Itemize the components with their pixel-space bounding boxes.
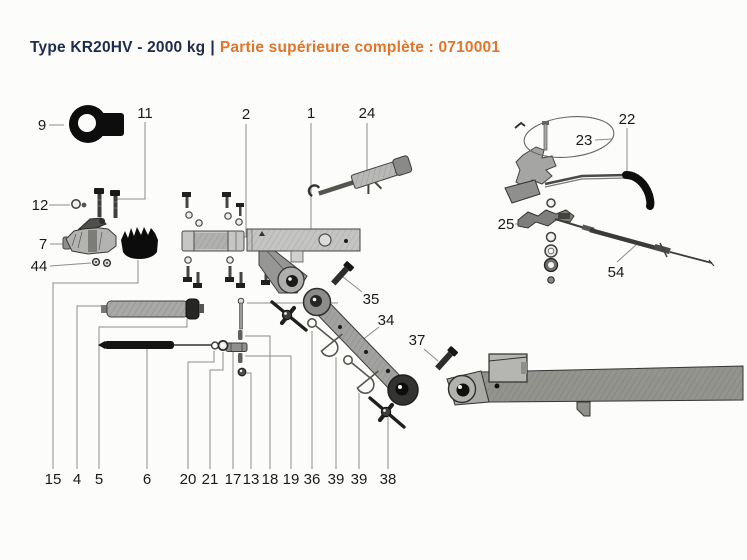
- leader-20: [187, 351, 215, 469]
- part-6-damper-rod: [98, 341, 211, 349]
- part-12-nut: [71, 199, 87, 209]
- callout-35: 35: [363, 291, 380, 308]
- callout-37: 37: [409, 332, 426, 349]
- callout-54: 54: [608, 264, 625, 281]
- leader-4: [76, 305, 108, 469]
- callout-20: 20: [180, 471, 197, 488]
- part-34-link-arm: [302, 287, 419, 406]
- leader-15: [52, 260, 139, 469]
- callout-7: 7: [39, 236, 47, 253]
- part-25-latch-assembly: [517, 198, 575, 284]
- callout-labels: 9 11 12 7 44 2 1 24 22 23 25 54 35 34 37…: [31, 105, 636, 488]
- callout-21: 21: [202, 471, 219, 488]
- leader-13: [246, 372, 252, 469]
- callout-24: 24: [359, 105, 376, 122]
- callout-34: 34: [378, 312, 395, 329]
- lower-drawbar-beam: [446, 353, 744, 417]
- leader-35: [342, 276, 363, 293]
- callout-2: 2: [242, 106, 250, 123]
- callout-6: 6: [143, 471, 151, 488]
- title-separator: |: [210, 39, 215, 56]
- part-15-bellows: [121, 227, 158, 259]
- leader-19: [245, 355, 292, 469]
- part-37-bolt: [435, 346, 459, 371]
- part-7-coupling-head: [62, 217, 117, 255]
- callout-11: 11: [137, 105, 153, 122]
- callout-39b: 39: [351, 471, 368, 488]
- callout-15: 15: [45, 471, 62, 488]
- callout-39a: 39: [328, 471, 345, 488]
- callout-13: 13: [243, 471, 260, 488]
- title-section: Partie supérieure complète : 0710001: [219, 39, 501, 56]
- callout-18: 18: [262, 471, 279, 488]
- leader-2: [243, 124, 247, 238]
- part-35-bolt: [331, 261, 355, 286]
- part-24-damper: [307, 155, 413, 198]
- part-20-ring: [210, 341, 220, 350]
- part-4-roller-tube: [101, 298, 204, 320]
- leader-11: [114, 122, 146, 200]
- callout-4: 4: [73, 471, 81, 488]
- part-54-cable: [554, 218, 715, 267]
- part-11-bolts: [94, 188, 120, 218]
- part-44-nuts: [91, 257, 112, 268]
- callout-17: 17: [225, 471, 242, 488]
- part-22-hand-lever: [504, 121, 655, 210]
- callout-1: 1: [307, 105, 315, 122]
- part-39-r-clip-upper: [306, 317, 344, 357]
- part-38-t-handle: [368, 396, 406, 429]
- leader-54: [616, 243, 638, 263]
- title-model: Type KR20HV - 2000 kg: [30, 39, 206, 56]
- part-1-upper-beam: [246, 228, 361, 294]
- leader-18: [245, 335, 271, 469]
- leader-21: [209, 352, 224, 469]
- part-36-t-handle: [270, 300, 308, 332]
- callout-44: 44: [31, 258, 48, 275]
- part-13-pin-and-ball: [237, 297, 247, 377]
- callout-36: 36: [304, 471, 321, 488]
- callout-38: 38: [380, 471, 397, 488]
- callout-23: 23: [576, 132, 593, 149]
- leader-5: [98, 319, 188, 469]
- callout-5: 5: [95, 471, 103, 488]
- part-23-pin-detail: [523, 116, 615, 158]
- leader-37: [423, 348, 439, 362]
- callout-25: 25: [498, 216, 515, 233]
- callout-22: 22: [619, 111, 636, 128]
- part-21-ring: [217, 339, 229, 351]
- callout-12: 12: [32, 197, 49, 214]
- leader-lines: [49, 122, 638, 469]
- leader-23: [594, 138, 613, 141]
- part-39-r-clip-lower: [342, 354, 380, 394]
- leader-44: [49, 262, 92, 267]
- callout-19: 19: [283, 471, 300, 488]
- part-9-towing-eye: [69, 105, 124, 143]
- callout-9: 9: [38, 117, 46, 134]
- part-18-19-spacers: [238, 330, 243, 363]
- page-title: Type KR20HV - 2000 kg|Partie supérieure …: [30, 39, 500, 57]
